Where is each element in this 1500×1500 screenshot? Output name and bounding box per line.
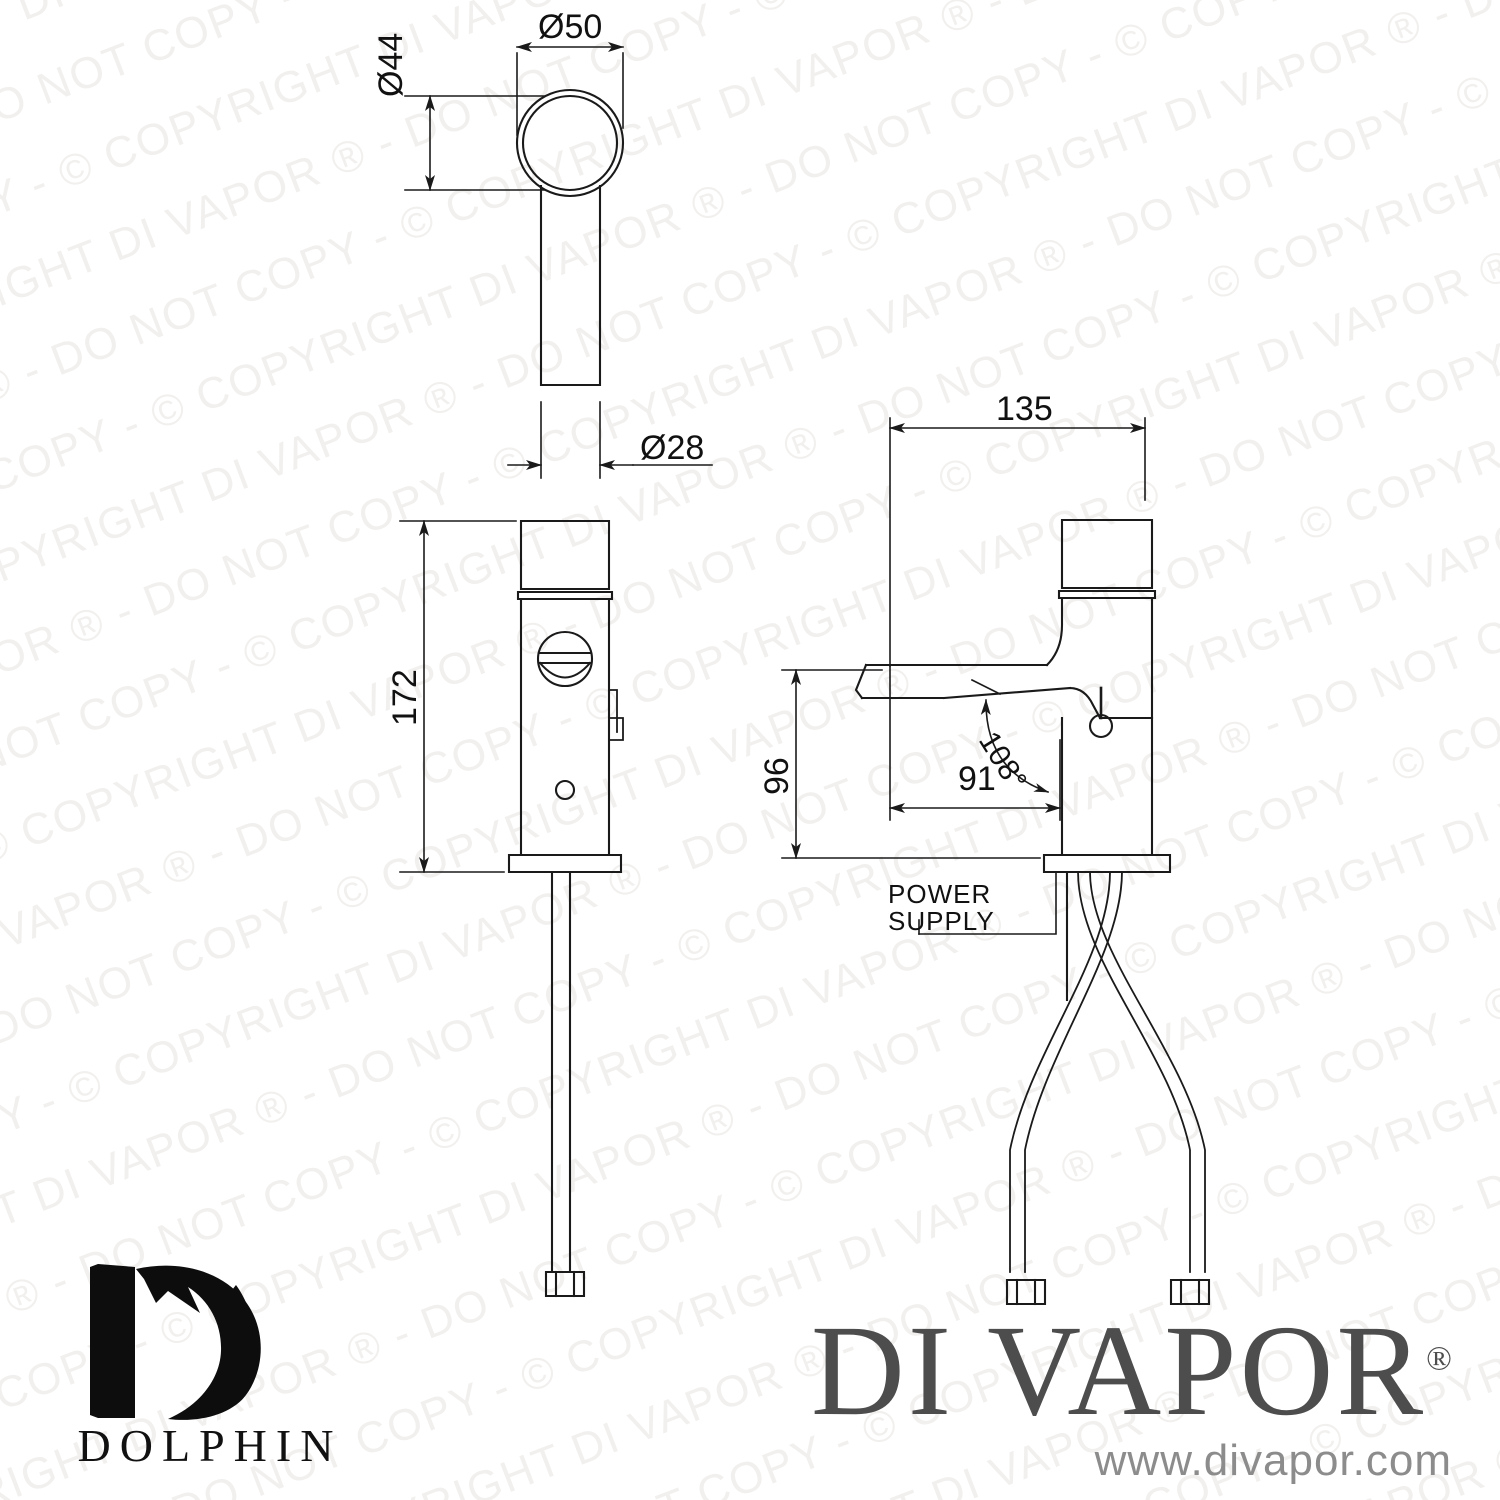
side-view-base-flange [1042, 853, 1172, 874]
front-view [507, 519, 624, 1298]
dimension-diameter-28 [507, 401, 713, 479]
dolphin-logo: DOLPHIN [60, 1255, 360, 1485]
dimension-label-reach-135: 135 [996, 390, 1053, 428]
front-view-lever-body [609, 717, 624, 741]
dolphin-d-icon [90, 1264, 261, 1420]
side-view [854, 518, 1211, 1306]
top-view-outer-circle [515, 88, 625, 198]
dimension-height-172 [399, 520, 517, 873]
side-view-hose-fitting-left [1005, 1278, 1047, 1306]
side-view-hose-b-inner [1024, 871, 1123, 1273]
side-view-spout-nose [854, 663, 868, 700]
dimension-label-height-96: 96 [758, 757, 796, 795]
side-view-spout-under-rise [942, 686, 1072, 700]
side-view-hose-fitting-right [1169, 1278, 1211, 1306]
registered-trademark-icon: ® [1426, 1340, 1452, 1378]
annotation-power-supply-line1: POWER [888, 879, 992, 909]
side-view-lever-knob [1088, 713, 1114, 739]
front-view-body [519, 597, 611, 857]
dimension-diameter-44 [404, 95, 546, 191]
front-view-lever-pin [608, 689, 618, 733]
dolphin-wordmark: DOLPHIN [77, 1420, 343, 1471]
dimension-label-diameter-28: Ø28 [640, 429, 705, 467]
front-view-connector [544, 1270, 586, 1298]
dimension-label-diameter-50: Ø50 [538, 8, 603, 46]
side-view-body-left-curve [1045, 596, 1064, 667]
side-view-hose-b-outer [1009, 871, 1111, 1273]
dimension-reach-135 [889, 417, 1146, 667]
divapor-website-url: www.divapor.com [1094, 1435, 1452, 1485]
front-view-sensor-eye [554, 779, 576, 801]
dimension-label-diameter-44: Ø44 [372, 32, 410, 97]
divapor-wordmark: DI VAPOR® [752, 1306, 1452, 1436]
dimension-spout-height-96 [781, 669, 1041, 859]
side-view-cap [1060, 518, 1154, 590]
side-view-hose-a-outer [1077, 871, 1191, 1273]
front-view-cap-ring [516, 590, 614, 601]
annotation-power-supply-line2: SUPPLY [888, 906, 995, 936]
front-view-shank [550, 870, 572, 1274]
dimension-diameter-50 [516, 42, 624, 136]
side-view-hose-a-inner [1089, 871, 1206, 1273]
top-view-inner-circle [521, 94, 619, 192]
side-view-cap-ring [1057, 589, 1157, 600]
divapor-logo: DI VAPOR® www.divapor.com [752, 1306, 1452, 1490]
front-view-cap [519, 519, 611, 591]
angle-arc [980, 699, 1050, 794]
divapor-wordmark-text: DI VAPOR [810, 1299, 1427, 1443]
front-view-spout-arc [538, 661, 592, 679]
dimension-label-height-172: 172 [386, 669, 424, 726]
dimension-angle-108 [970, 678, 1050, 794]
power-supply-leader [918, 871, 1057, 935]
top-view-spout-plan [539, 184, 602, 387]
top-view [515, 88, 625, 387]
side-view-spout-fillet [1068, 686, 1102, 720]
dimension-projection-91 [889, 665, 1061, 821]
front-view-base-flange [507, 853, 623, 874]
front-view-spout-outlet [536, 630, 594, 688]
